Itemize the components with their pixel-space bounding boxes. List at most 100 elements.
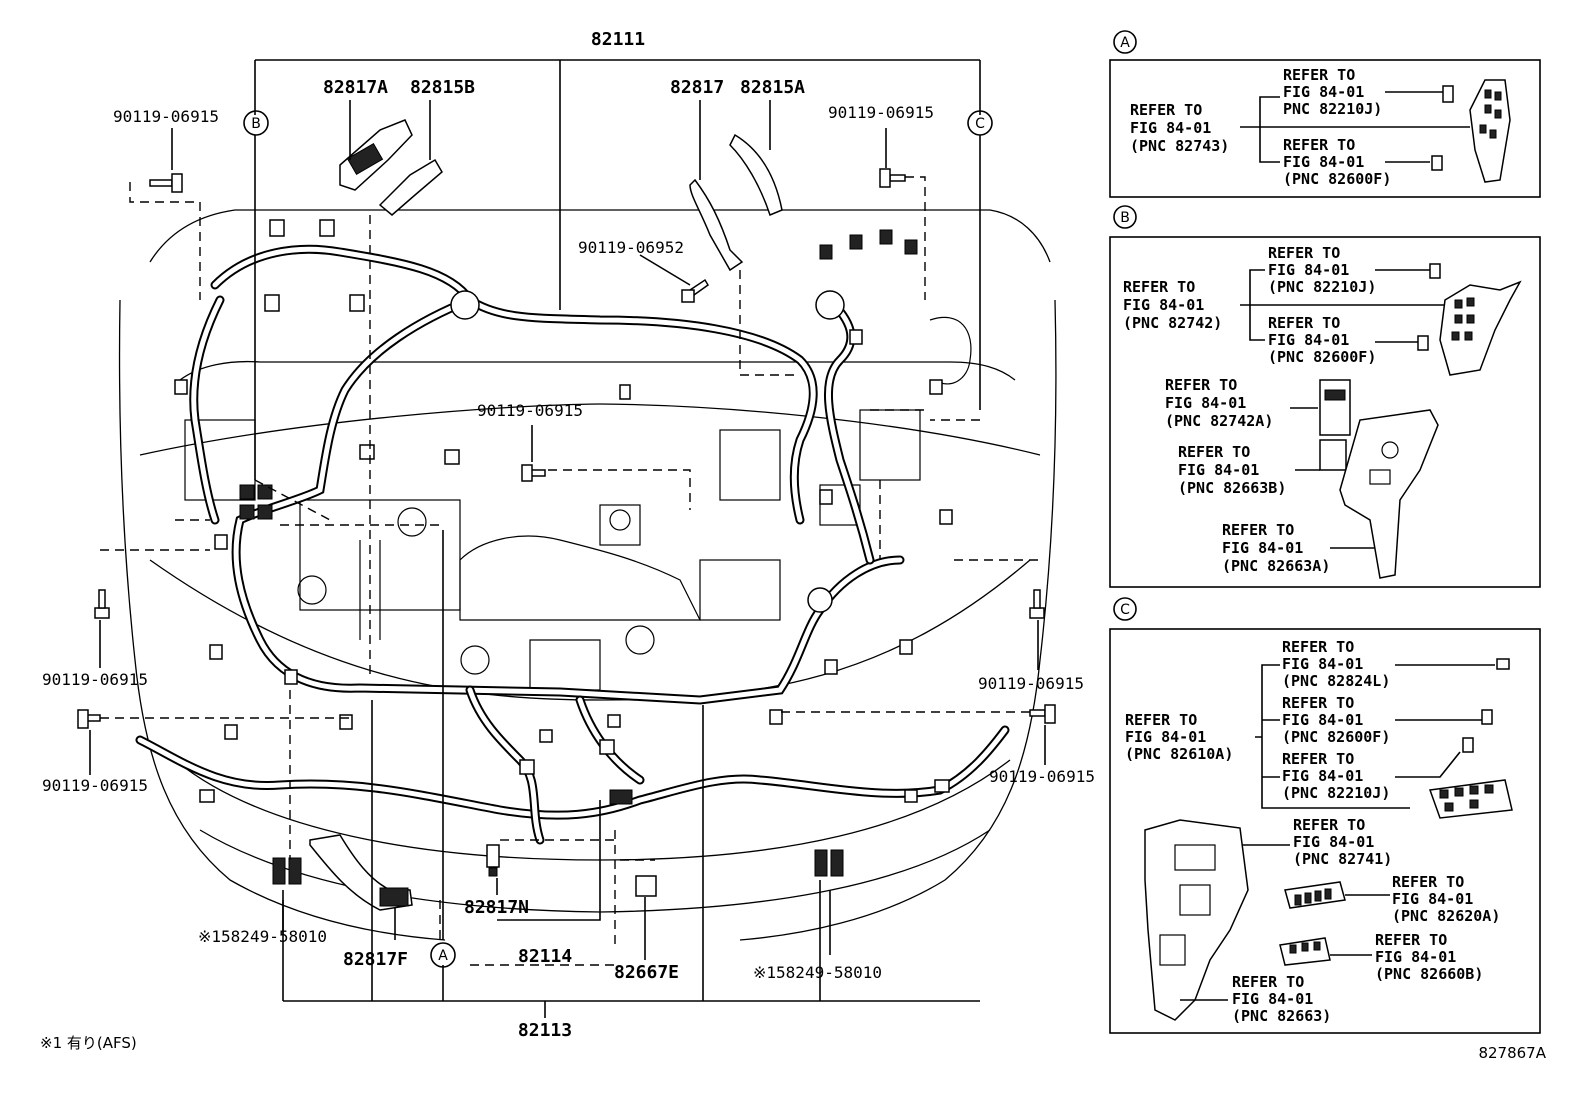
connector-82817n [486,844,500,877]
svg-text:REFER TO: REFER TO [1282,638,1354,656]
panel-a-item-2: REFER TO FIG 84-01 (PNC 82600F) [1283,136,1391,188]
svg-text:REFER TO: REFER TO [1375,931,1447,949]
label-bolt-left-upper: 90119-06915 [42,670,148,689]
panel-c-item-5: REFER TO FIG 84-01 (PNC 82620A) [1392,873,1500,925]
svg-text:FIG 84-01: FIG 84-01 [1282,655,1363,673]
callout-a-bottom: A [430,942,456,968]
callout-b: B [243,110,269,136]
svg-text:FIG 84-01: FIG 84-01 [1232,990,1313,1008]
label-82817n: 82817N [464,897,529,918]
panel-b-item-4: REFER TO FIG 84-01 (PNC 82663B) [1178,443,1286,497]
svg-text:FIG 84-01: FIG 84-01 [1282,711,1363,729]
panel-c-item-7: REFER TO FIG 84-01 (PNC 82663) [1232,973,1331,1025]
leader-lines [89,59,1046,1018]
svg-text:FIG 84-01: FIG 84-01 [1165,394,1246,412]
svg-text:(PNC 82742): (PNC 82742) [1123,314,1222,332]
connector-cluster-right [619,229,953,725]
svg-text:B: B [251,116,261,132]
svg-text:REFER TO: REFER TO [1222,521,1294,539]
panel-b-item-2: REFER TO FIG 84-01 (PNC 82600F) [1268,314,1376,366]
svg-text:FIG 84-01: FIG 84-01 [1125,728,1206,746]
svg-text:FIG 84-01: FIG 84-01 [1392,890,1473,908]
svg-text:REFER TO: REFER TO [1232,973,1304,991]
fuse-box-b-icon [1339,409,1439,579]
svg-text:(PNC 82742A): (PNC 82742A) [1165,412,1273,430]
label-bolt-right-lower: 90119-06915 [989,767,1095,786]
bolt-icons [77,168,1056,729]
label-82815b: 82815B [410,77,475,98]
svg-text:(PNC 82660B): (PNC 82660B) [1375,965,1483,983]
panel-a-main-ref: REFER TO FIG 84-01 (PNC 82743) [1130,101,1229,155]
panel-b: B REFER TO FIG 84-01 (PNC 82742) REFER T… [1109,205,1541,588]
label-bolt-left-lower: 90119-06915 [42,776,148,795]
relay-c-icon [1279,937,1331,966]
svg-text:REFER TO: REFER TO [1130,101,1202,119]
clamp-82815a [729,133,783,217]
svg-text:(PNC 82663A): (PNC 82663A) [1222,557,1330,575]
svg-text:(PNC 82620A): (PNC 82620A) [1392,907,1500,925]
svg-text:REFER TO: REFER TO [1165,376,1237,394]
label-82667e: 82667E [614,962,679,983]
svg-text:FIG 84-01: FIG 84-01 [1178,461,1259,479]
junction-block-b-icon [1439,280,1522,376]
svg-text:(PNC 82210J): (PNC 82210J) [1282,784,1390,802]
svg-text:(PNC 82663B): (PNC 82663B) [1178,479,1286,497]
figure-code: 827867A [1478,1044,1546,1062]
svg-text:FIG 84-01: FIG 84-01 [1268,261,1349,279]
svg-text:REFER TO: REFER TO [1283,136,1355,154]
panel-c-item-3: REFER TO FIG 84-01 (PNC 82210J) [1282,750,1390,802]
svg-text:A: A [438,948,448,964]
svg-text:PNC 82210J): PNC 82210J) [1283,100,1382,118]
svg-text:REFER TO: REFER TO [1282,750,1354,768]
bracket-82817f [309,834,413,911]
relay-box-b-icon [1319,379,1351,471]
panel-a-item-1: REFER TO FIG 84-01 PNC 82210J) [1283,66,1382,118]
label-bolt-right-upper: 90119-06915 [978,674,1084,693]
svg-text:REFER TO: REFER TO [1282,694,1354,712]
connector-cluster-left [174,219,460,740]
clamp-82815b [378,158,443,216]
svg-text:FIG 84-01: FIG 84-01 [1293,833,1374,851]
fuse-strip-c-icon [1284,881,1346,909]
svg-text:FIG 84-01: FIG 84-01 [1130,119,1211,137]
panel-a: A REFER TO FIG 84-01 (PNC 82743) REFER T… [1109,30,1541,198]
relay-icon [1431,155,1443,171]
panel-b-main-ref: REFER TO FIG 84-01 (PNC 82742) [1123,278,1222,332]
label-82817a: 82817A [323,77,388,98]
panel-a-callout: A [1120,35,1130,51]
connector-82667e [635,875,657,897]
svg-text:FIG 84-01: FIG 84-01 [1375,948,1456,966]
svg-text:REFER TO: REFER TO [1125,711,1197,729]
dashed-guides [100,176,1038,966]
label-82111: 82111 [591,29,645,50]
footnote: ※1 有り(AFS) [40,1034,137,1052]
svg-text:C: C [975,116,985,132]
svg-text:(PNC 82600F): (PNC 82600F) [1283,170,1391,188]
svg-text:(PNC 82600F): (PNC 82600F) [1268,348,1376,366]
svg-text:FIG 84-01: FIG 84-01 [1283,153,1364,171]
svg-text:REFER TO: REFER TO [1268,314,1340,332]
svg-text:FIG 84-01: FIG 84-01 [1123,296,1204,314]
panel-c-item-1: REFER TO FIG 84-01 (PNC 82824L) [1282,638,1390,690]
svg-text:FIG 84-01: FIG 84-01 [1222,539,1303,557]
svg-text:FIG 84-01: FIG 84-01 [1283,83,1364,101]
junction-block-icon [1469,79,1511,183]
fuse-box-c-icon [1144,819,1249,1021]
label-bolt-mid: 90119-06952 [578,238,684,257]
panel-c-main-ref: REFER TO FIG 84-01 (PNC 82610A) [1125,711,1233,763]
label-82817: 82817 [670,77,724,98]
label-bolt-center: 90119-06915 [477,401,583,420]
svg-text:(PNC 82743): (PNC 82743) [1130,137,1229,155]
svg-text:REFER TO: REFER TO [1293,816,1365,834]
label-82113: 82113 [518,1020,572,1041]
label-bolt-top-left: 90119-06915 [113,107,219,126]
bracket-82817 [689,178,744,272]
label-82817f: 82817F [343,949,408,970]
label-82815a: 82815A [740,77,805,98]
svg-text:FIG 84-01: FIG 84-01 [1282,767,1363,785]
callout-c: C [967,110,993,136]
engine-bay-illustration: B C A 82111 82817A 82815B 82817 82815A 9… [40,29,1547,1062]
svg-text:(PNC 82663): (PNC 82663) [1232,1007,1331,1025]
fuse-icon [1442,85,1454,103]
